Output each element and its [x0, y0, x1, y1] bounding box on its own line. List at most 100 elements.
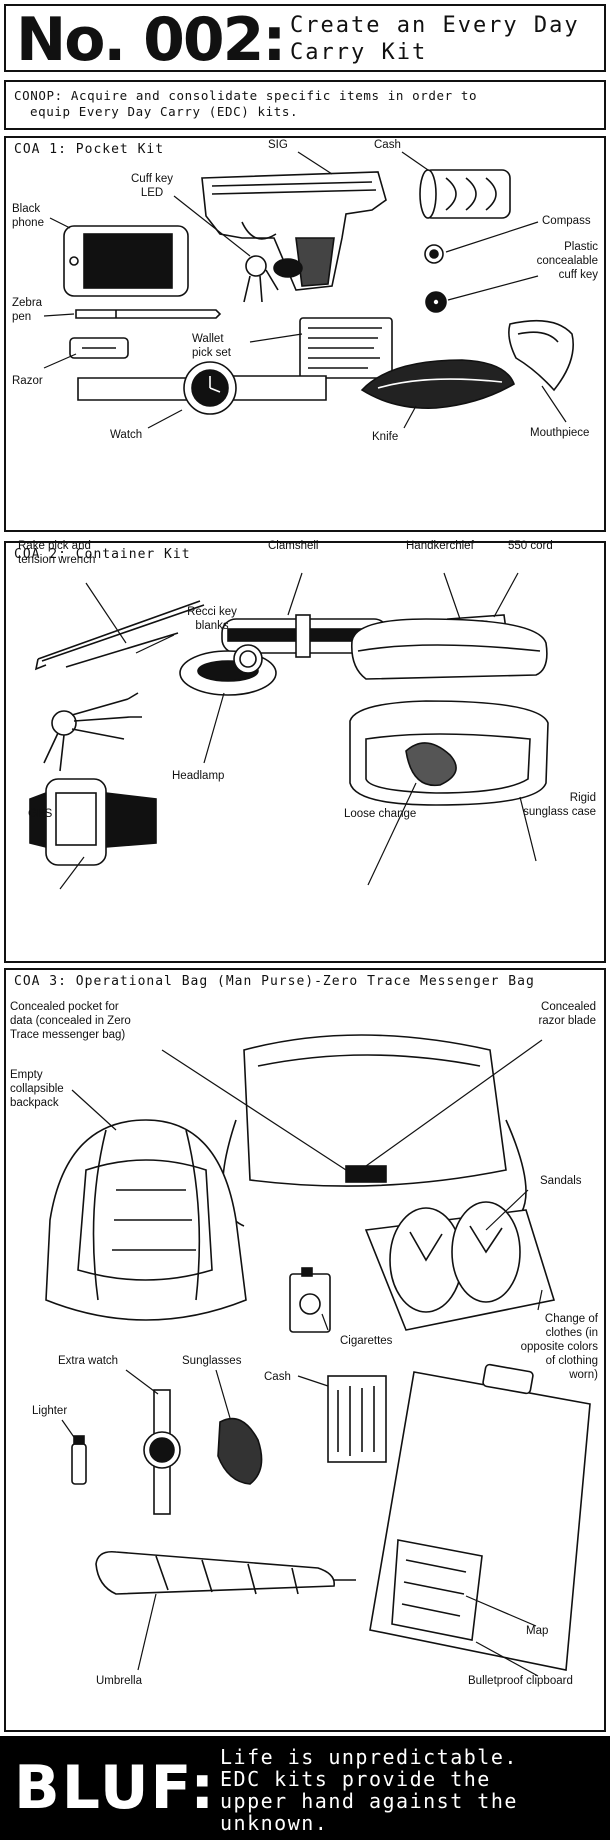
sandals-clothes-icon [364, 1201, 556, 1331]
coa1-section: COA 1: Pocket Kit [4, 136, 606, 532]
pistol-icon [201, 171, 387, 291]
messenger-bag-icon [222, 1034, 527, 1227]
label-mouthpiece: Mouthpiece [530, 427, 590, 439]
pen-icon [75, 309, 222, 319]
label-pocket-line1: Concealed pocket for [10, 1001, 119, 1013]
plastic-cuff-key-icon [425, 291, 447, 313]
label-rake-pick: Rake pick and tension wrench [18, 539, 95, 567]
label-umbrella: Umbrella [96, 1675, 143, 1687]
label-handkerchief: Handkerchief [406, 540, 474, 552]
cash-roll-icon [419, 169, 511, 219]
watch-icon [77, 361, 327, 415]
label-sig: SIG [268, 139, 288, 151]
header-box: No. 002: Create an Every Day Carry Kit [4, 4, 606, 74]
label-rake-line1: Rake pick and [18, 540, 91, 552]
phone-icon [63, 225, 189, 297]
label-pocket-line3: Trace messenger bag) [10, 1029, 126, 1041]
label-rigid-line1: Rigid [569, 792, 596, 804]
lighter-icon [71, 1435, 87, 1485]
title-line-1: Create an Every Day [290, 13, 580, 38]
cash-wallet-icon [327, 1375, 387, 1463]
bluf-line-3: upper hand against the [220, 1789, 518, 1813]
bluf-line-1: Life is unpredictable. [220, 1745, 518, 1769]
label-550-cord: 550 cord [508, 540, 553, 552]
label-cash: Cash [374, 139, 401, 151]
coa3-illustrations [45, 1034, 591, 1677]
conop-line-1: CONOP: Acquire and consolidate specific … [14, 88, 478, 103]
knife-icon [360, 359, 515, 409]
bluf-line-4: unknown. [220, 1811, 329, 1835]
label-black-phone-line1: Black [12, 203, 41, 215]
label-plastic-line2: concealable [536, 255, 598, 267]
label-compass: Compass [542, 215, 591, 227]
document-title: Create an Every Day Carry Kit [290, 12, 580, 66]
extra-watch-icon [143, 1389, 181, 1515]
label-bulletproof-clipboard: Bulletproof clipboard [468, 1675, 573, 1687]
label-black-phone-line2: phone [12, 217, 44, 229]
label-extra-watch: Extra watch [58, 1355, 119, 1367]
label-black-phone: Black phone [12, 202, 44, 230]
coa1-leader-lines [43, 151, 567, 429]
conop-box: CONOP: Acquire and consolidate specific … [4, 80, 606, 130]
label-rake-line2: tension wrench [18, 554, 96, 566]
label-concealed-razor-blade: Concealed razor blade [500, 1000, 596, 1028]
label-lighter: Lighter [32, 1405, 68, 1417]
compass-icon [424, 244, 444, 264]
bluf-line-2: EDC kits provide the [220, 1767, 491, 1791]
label-sandals: Sandals [540, 1175, 582, 1187]
label-cigarettes: Cigarettes [340, 1335, 393, 1347]
clamshell-icon [221, 614, 389, 658]
label-sunglasses: Sunglasses [182, 1355, 242, 1367]
sunglasses-icon [217, 1417, 263, 1485]
keys-led-icon [243, 255, 303, 303]
label-cash-bag: Cash [264, 1371, 291, 1383]
label-loose-change: Loose change [344, 808, 417, 820]
coa3-title: COA 3: Operational Bag (Man Purse)-Zero … [14, 974, 535, 989]
label-razor-blade-line2: razor blade [538, 1015, 596, 1027]
label-knife: Knife [372, 431, 399, 443]
label-plastic-cuff-key: Plastic concealable cuff key [506, 240, 598, 282]
cigarettes-icon [289, 1267, 331, 1333]
razor-icon [69, 337, 129, 359]
mouthpiece-icon [508, 319, 574, 392]
label-recci-key-blanks: Recci key blanks [172, 605, 252, 633]
label-change-line4: of clothing [545, 1355, 598, 1367]
label-wallet-pick-set: Wallet pick set [192, 332, 231, 360]
coa3-leader-lines [61, 1039, 543, 1677]
label-backpack: Empty collapsible backpack [10, 1068, 64, 1110]
sunglass-case-icon [349, 618, 549, 806]
coa2-title: COA 2: Container Kit [14, 547, 191, 562]
label-watch: Watch [110, 429, 143, 441]
label-pocket-line2: data (concealed in Zero [10, 1015, 131, 1027]
label-recci-line2: blanks [195, 620, 229, 632]
bluf-heading: BLUF: [14, 1753, 217, 1823]
coa1-illustrations [43, 151, 574, 429]
label-razor: Razor [12, 375, 43, 387]
bluf-bar: BLUF: Life is unpredictable. EDC kits pr… [0, 1736, 610, 1840]
clipboard-map-icon [369, 1363, 591, 1671]
label-change-line3: opposite colors [520, 1341, 598, 1353]
coa2-illustrations [29, 572, 549, 890]
headlamp-icon [179, 644, 277, 696]
title-line-2: Carry Kit [290, 40, 428, 65]
label-backpack-line2: collapsible [10, 1083, 64, 1095]
label-cuff-key-led-line2: LED [140, 187, 164, 199]
label-razor-blade-line1: Concealed [541, 1001, 596, 1013]
label-plastic-line1: Plastic [564, 241, 598, 253]
label-gps: GPS [28, 808, 53, 820]
label-zebra-pen: Zebra pen [12, 296, 42, 324]
label-backpack-line1: Empty [10, 1069, 43, 1081]
coa2-leader-lines [59, 572, 537, 890]
label-concealed-pocket: Concealed pocket for data (concealed in … [10, 1000, 131, 1042]
label-wallet-line1: Wallet [192, 333, 224, 345]
gps-icon [29, 778, 157, 866]
label-cuff-key-led-line1: Cuff key [131, 173, 173, 185]
label-change-line1: Change of [544, 1313, 598, 1325]
rake-pick-icon [34, 600, 205, 671]
label-change-line5: worn) [569, 1369, 598, 1381]
bluf-text: Life is unpredictable. EDC kits provide … [220, 1746, 518, 1834]
label-change-line2: clothes (in [545, 1327, 598, 1339]
coa3-section: COA 3: Operational Bag (Man Purse)-Zero … [4, 968, 606, 1732]
conop-line-2: equip Every Day Carry (EDC) kits. [30, 104, 299, 119]
label-zebra-line1: Zebra [12, 297, 43, 309]
